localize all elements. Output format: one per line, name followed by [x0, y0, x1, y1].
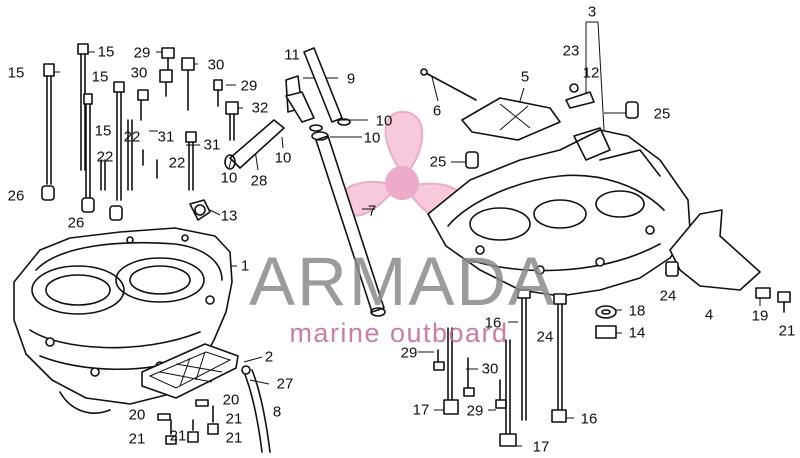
callout-4: 4	[704, 306, 714, 324]
oil-strainer	[141, 343, 239, 399]
dowel-pins	[465, 83, 639, 169]
callout-14: 14	[628, 324, 646, 342]
callout-22-b: 22	[96, 148, 114, 166]
callout-30-c: 30	[481, 360, 499, 378]
callout-25-upper: 25	[653, 105, 671, 123]
callout-10-a: 10	[375, 112, 393, 130]
callout-15-b: 15	[97, 43, 115, 61]
callout-30-a: 30	[130, 64, 148, 82]
callout-24-b: 24	[536, 328, 554, 346]
callout-26-b: 26	[67, 214, 85, 232]
callout-31-a: 31	[157, 128, 175, 146]
callout-23: 23	[562, 42, 580, 60]
callout-10-d: 10	[220, 169, 238, 187]
callout-29-a: 29	[133, 44, 151, 62]
callout-28: 28	[250, 172, 268, 190]
callout-16-b: 16	[580, 410, 598, 428]
watermark-tagline: marine outboard	[289, 318, 509, 348]
callout-22-c: 22	[168, 154, 186, 172]
side-cover	[665, 209, 761, 291]
callout-9: 9	[346, 70, 356, 88]
callout-21-a: 21	[225, 410, 243, 428]
callout-20-a: 20	[128, 406, 146, 424]
breather-tubes	[224, 47, 386, 317]
callout-22-a: 22	[123, 128, 141, 146]
callout-25-lower: 25	[429, 153, 447, 171]
callout-13: 13	[220, 207, 238, 225]
callout-5: 5	[520, 68, 530, 86]
callout-15-d: 15	[94, 122, 112, 140]
callout-2: 2	[264, 348, 274, 366]
breather-hose	[241, 365, 271, 453]
callout-17-a: 17	[412, 401, 430, 419]
callout-1: 1	[240, 257, 250, 275]
callout-11: 11	[284, 46, 300, 64]
callout-19: 19	[751, 307, 769, 325]
callout-16-a: 16	[484, 314, 502, 332]
bottom-left-fasteners	[157, 399, 219, 445]
callout-26-a: 26	[7, 187, 25, 205]
callout-18: 18	[628, 302, 646, 320]
callout-10-b: 10	[363, 129, 381, 147]
baffle-plate	[420, 68, 561, 141]
callout-7: 7	[367, 202, 377, 220]
callout-29-d: 29	[466, 402, 484, 420]
callout-29-b: 29	[240, 77, 258, 95]
callout-15-a: 15	[7, 64, 25, 82]
upper-bolts	[137, 47, 239, 191]
callout-32: 32	[251, 99, 269, 117]
callout-17-b: 17	[532, 438, 550, 456]
clamp	[189, 199, 211, 221]
callout-27: 27	[276, 375, 294, 393]
callout-30-b: 30	[207, 56, 225, 74]
cylinder-studs	[41, 43, 158, 221]
callout-21-c: 21	[169, 427, 187, 445]
callout-12: 12	[582, 64, 600, 82]
callout-31-b: 31	[203, 136, 221, 154]
callout-8: 8	[272, 403, 282, 421]
washer-and-nut	[595, 305, 617, 339]
callout-20-b: 20	[222, 391, 240, 409]
callout-29-c: 29	[400, 344, 418, 362]
cover-bolts	[755, 287, 791, 313]
callout-21-d: 21	[225, 429, 243, 447]
callout-24-a: 24	[659, 287, 677, 305]
callout-21-e: 21	[778, 322, 796, 340]
callout-21-b: 21	[128, 430, 146, 448]
case-bolts	[433, 289, 567, 447]
callout-6: 6	[432, 102, 442, 120]
callout-15-c: 15	[91, 68, 109, 86]
right-crankcase-half	[427, 127, 691, 297]
watermark-brand: ARMADA	[249, 243, 557, 320]
callout-10-c: 10	[274, 149, 292, 167]
callout-3: 3	[587, 3, 597, 21]
